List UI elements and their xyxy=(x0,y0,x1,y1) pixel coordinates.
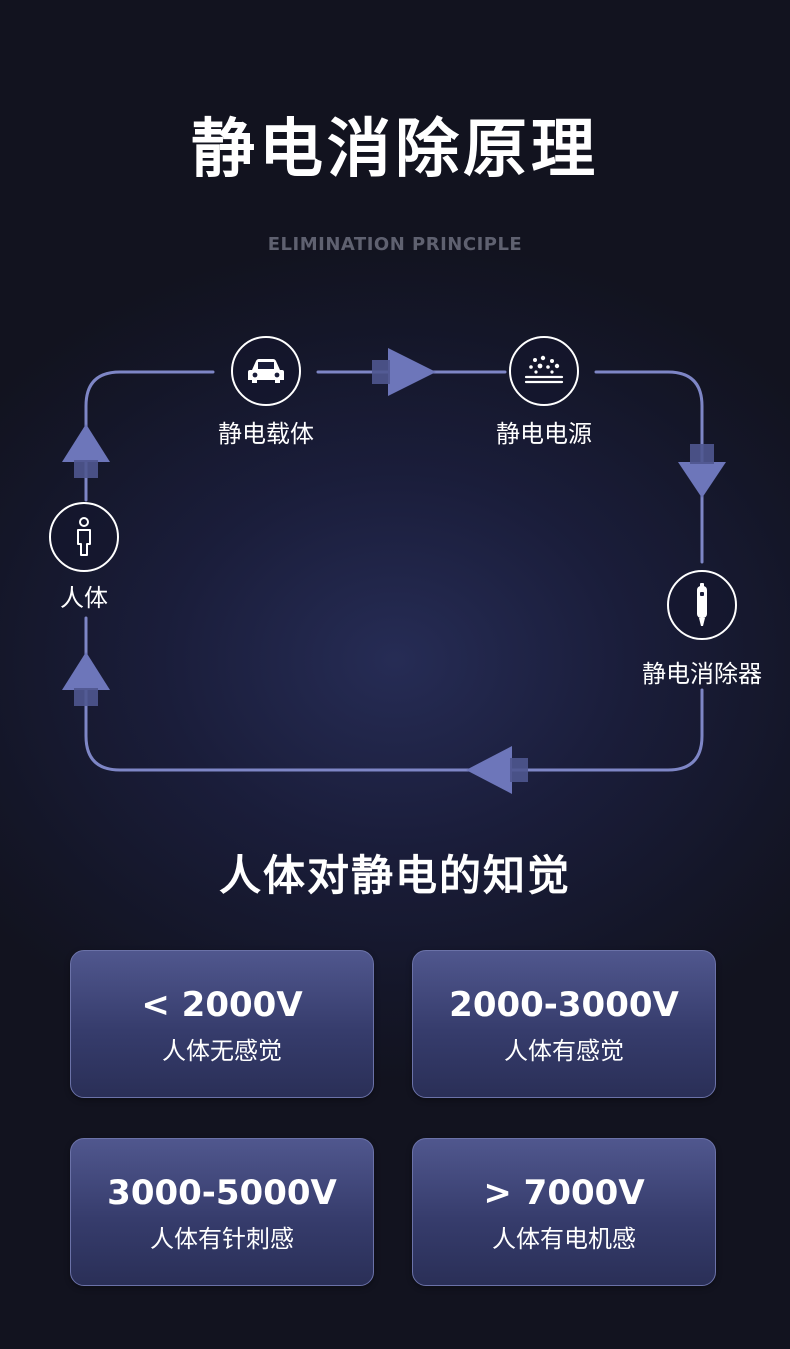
node-label-human-body: 人体 xyxy=(60,584,108,612)
arrow-up-upper xyxy=(62,424,110,462)
voltage-value: < 2000V xyxy=(141,985,303,1025)
node-label-static-carrier: 静电载体 xyxy=(218,420,314,448)
flow-line-top-left xyxy=(84,370,215,502)
voltage-value: 3000-5000V xyxy=(107,1173,337,1213)
particles-icon xyxy=(524,355,564,384)
voltage-value: > 7000V xyxy=(483,1173,645,1213)
page-title: 静电消除原理 xyxy=(191,113,599,187)
cycle-diagram xyxy=(62,348,726,794)
voltage-card-1: < 2000V 人体无感觉 xyxy=(70,950,374,1098)
voltage-description: 人体有针刺感 xyxy=(150,1225,294,1253)
node-static-eliminator xyxy=(667,570,737,640)
car-icon xyxy=(248,359,284,383)
arrow-up-lower xyxy=(62,652,110,690)
arrow-right xyxy=(388,348,436,396)
voltage-card-2: 2000-3000V 人体有感觉 xyxy=(412,950,716,1098)
voltage-card-3: 3000-5000V 人体有针刺感 xyxy=(70,1138,374,1286)
voltage-card-4: > 7000V 人体有电机感 xyxy=(412,1138,716,1286)
person-icon xyxy=(77,517,91,556)
flow-line-top-right xyxy=(594,370,704,564)
node-label-static-source: 静电电源 xyxy=(496,420,592,448)
perception-title: 人体对静电的知觉 xyxy=(218,851,571,900)
node-static-carrier xyxy=(231,336,301,406)
voltage-description: 人体无感觉 xyxy=(162,1037,282,1065)
arrow-left xyxy=(466,746,512,794)
arrow-down xyxy=(678,462,726,498)
node-static-source xyxy=(509,336,579,406)
flow-line-right-bottom xyxy=(84,616,704,772)
node-label-static-eliminator: 静电消除器 xyxy=(642,660,762,688)
pen-device-icon xyxy=(697,583,707,626)
node-human-body xyxy=(49,502,119,572)
voltage-value: 2000-3000V xyxy=(449,985,679,1025)
voltage-description: 人体有感觉 xyxy=(504,1037,624,1065)
voltage-description: 人体有电机感 xyxy=(492,1225,636,1253)
page-subtitle: ELIMINATION PRINCIPLE xyxy=(267,234,523,255)
